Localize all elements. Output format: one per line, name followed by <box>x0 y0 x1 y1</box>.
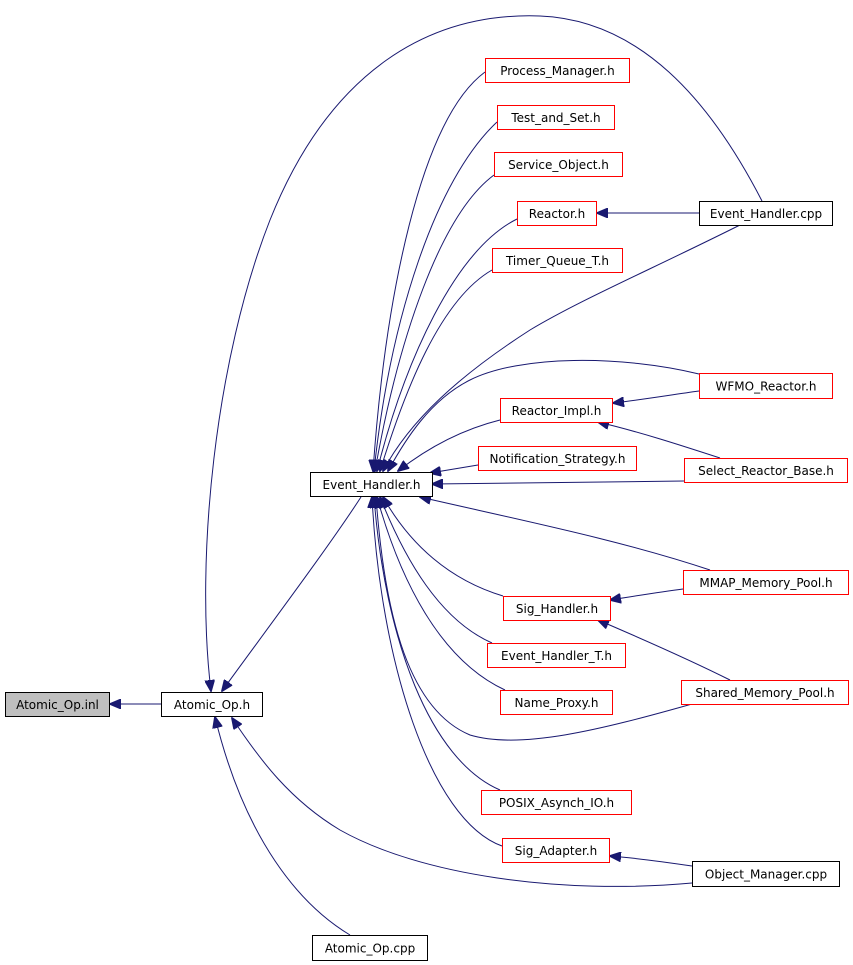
node-shared-memory-pool-h[interactable]: Shared_Memory_Pool.h <box>681 680 849 705</box>
node-box-notification-strategy-h <box>478 446 637 471</box>
node-box-timer-queue-t-h <box>492 248 623 273</box>
edge-name-proxy-h-to-event-handler-h <box>377 497 506 691</box>
node-object-manager-cpp[interactable]: Object_Manager.cpp <box>692 861 840 887</box>
edge-process-manager-h-to-event-handler-h <box>373 71 486 471</box>
edge-layer <box>110 15 763 936</box>
node-notification-strategy-h[interactable]: Notification_Strategy.h <box>478 446 637 471</box>
node-sig-adapter-h[interactable]: Sig_Adapter.h <box>502 838 610 863</box>
node-label-notification-strategy-h: Notification_Strategy.h <box>490 452 626 466</box>
node-label-test-and-set-h: Test_and_Set.h <box>510 111 600 125</box>
edge-reactor-impl-h-to-event-handler-h <box>398 419 501 471</box>
node-box-mmap-memory-pool-h <box>683 570 849 595</box>
node-sig-handler-h[interactable]: Sig_Handler.h <box>503 596 611 621</box>
node-label-shared-memory-pool-h: Shared_Memory_Pool.h <box>695 686 834 700</box>
node-box-reactor-impl-h <box>500 398 613 423</box>
node-label-process-manager-h: Process_Manager.h <box>500 64 614 78</box>
edge-mmap-memory-pool-h-to-sig-handler-h <box>610 588 684 600</box>
node-label-timer-queue-t-h: Timer_Queue_T.h <box>505 254 609 268</box>
edge-shared-memory-pool-h-to-event-handler-h <box>376 497 693 741</box>
edge-object-manager-cpp-to-sig-adapter-h <box>610 856 693 867</box>
node-atomic-op-inl: Atomic_Op.inl <box>5 692 110 717</box>
edge-atomic-op-cpp-to-atomic-op-h <box>215 717 351 936</box>
node-timer-queue-t-h[interactable]: Timer_Queue_T.h <box>492 248 623 273</box>
node-reactor-impl-h[interactable]: Reactor_Impl.h <box>500 398 613 423</box>
node-label-event-handler-cpp: Event_Handler.cpp <box>710 207 822 221</box>
edge-shared-memory-pool-h-to-sig-handler-h <box>598 620 731 681</box>
node-process-manager-h[interactable]: Process_Manager.h <box>485 58 630 83</box>
node-label-posix-asynch-io-h: POSIX_Asynch_IO.h <box>499 796 614 810</box>
edge-notification-strategy-h-to-event-handler-h <box>430 464 479 473</box>
node-atomic-op-cpp[interactable]: Atomic_Op.cpp <box>312 935 428 961</box>
node-box-event-handler-cpp <box>699 201 833 226</box>
node-label-reactor-impl-h: Reactor_Impl.h <box>512 404 602 418</box>
node-label-atomic-op-inl: Atomic_Op.inl <box>16 698 99 712</box>
edge-select-reactor-base-h-to-reactor-impl-h <box>598 422 721 459</box>
node-name-proxy-h[interactable]: Name_Proxy.h <box>500 690 613 715</box>
node-label-sig-handler-h: Sig_Handler.h <box>516 602 598 616</box>
edge-select-reactor-base-h-to-event-handler-h <box>432 481 685 484</box>
edge-event-handler-t-h-to-event-handler-h <box>380 497 493 644</box>
node-label-event-handler-h: Event_Handler.h <box>323 478 421 492</box>
node-label-reactor-h: Reactor.h <box>529 207 585 221</box>
node-label-service-object-h: Service_Object.h <box>508 158 609 172</box>
node-box-atomic-op-inl <box>5 692 110 717</box>
edge-sig-handler-h-to-event-handler-h <box>383 497 504 597</box>
node-wfmo-reactor-h[interactable]: WFMO_Reactor.h <box>699 373 833 399</box>
node-label-select-reactor-base-h: Select_Reactor_Base.h <box>698 464 834 478</box>
edge-event-handler-h-to-atomic-op-h <box>222 496 362 691</box>
node-label-object-manager-cpp: Object_Manager.cpp <box>705 868 827 882</box>
edge-sig-adapter-h-to-event-handler-h <box>372 497 503 847</box>
edge-test-and-set-h-to-event-handler-h <box>374 121 498 471</box>
edge-service-object-h-to-event-handler-h <box>375 174 495 471</box>
node-posix-asynch-io-h[interactable]: POSIX_Asynch_IO.h <box>481 790 632 815</box>
edge-wfmo-reactor-h-to-reactor-impl-h <box>613 390 700 403</box>
node-box-posix-asynch-io-h <box>481 790 632 815</box>
node-label-atomic-op-h: Atomic_Op.h <box>174 698 250 712</box>
node-label-mmap-memory-pool-h: MMAP_Memory_Pool.h <box>699 576 832 590</box>
node-label-name-proxy-h: Name_Proxy.h <box>515 696 599 710</box>
node-test-and-set-h[interactable]: Test_and_Set.h <box>497 105 615 130</box>
edge-timer-queue-t-h-to-event-handler-h <box>380 269 493 471</box>
node-label-atomic-op-cpp: Atomic_Op.cpp <box>325 942 415 956</box>
node-box-sig-adapter-h <box>502 838 610 863</box>
edge-wfmo-reactor-h-to-event-handler-h <box>388 359 700 471</box>
node-box-wfmo-reactor-h <box>699 373 833 399</box>
node-box-atomic-op-cpp <box>312 935 428 961</box>
edge-reactor-h-to-event-handler-h <box>377 218 518 471</box>
node-label-wfmo-reactor-h: WFMO_Reactor.h <box>716 380 817 394</box>
node-box-atomic-op-h <box>161 692 263 717</box>
node-box-event-handler-t-h <box>487 643 626 668</box>
node-label-sig-adapter-h: Sig_Adapter.h <box>515 844 598 858</box>
node-atomic-op-h[interactable]: Atomic_Op.h <box>161 692 263 717</box>
node-box-select-reactor-base-h <box>684 458 848 483</box>
node-box-reactor-h <box>517 201 597 226</box>
node-reactor-h[interactable]: Reactor.h <box>517 201 597 226</box>
edge-posix-asynch-io-h-to-event-handler-h <box>374 497 501 791</box>
edge-event-handler-cpp-to-atomic-op-h <box>206 15 763 691</box>
node-box-sig-handler-h <box>503 596 611 621</box>
node-box-process-manager-h <box>485 58 630 83</box>
node-box-event-handler-h <box>310 472 433 497</box>
edge-event-handler-cpp-to-event-handler-h <box>383 224 741 471</box>
node-event-handler-h[interactable]: Event_Handler.h <box>310 472 433 497</box>
node-event-handler-t-h[interactable]: Event_Handler_T.h <box>487 643 626 668</box>
node-box-object-manager-cpp <box>692 861 840 887</box>
node-label-event-handler-t-h: Event_Handler_T.h <box>501 649 612 663</box>
node-mmap-memory-pool-h[interactable]: MMAP_Memory_Pool.h <box>683 570 849 595</box>
edge-mmap-memory-pool-h-to-event-handler-h <box>420 497 711 571</box>
node-service-object-h[interactable]: Service_Object.h <box>494 152 623 177</box>
node-event-handler-cpp[interactable]: Event_Handler.cpp <box>699 201 833 226</box>
node-select-reactor-base-h[interactable]: Select_Reactor_Base.h <box>684 458 848 483</box>
node-box-shared-memory-pool-h <box>681 680 849 705</box>
node-box-test-and-set-h <box>497 105 615 130</box>
edge-object-manager-cpp-to-atomic-op-h <box>232 718 693 887</box>
node-box-service-object-h <box>494 152 623 177</box>
node-box-name-proxy-h <box>500 690 613 715</box>
